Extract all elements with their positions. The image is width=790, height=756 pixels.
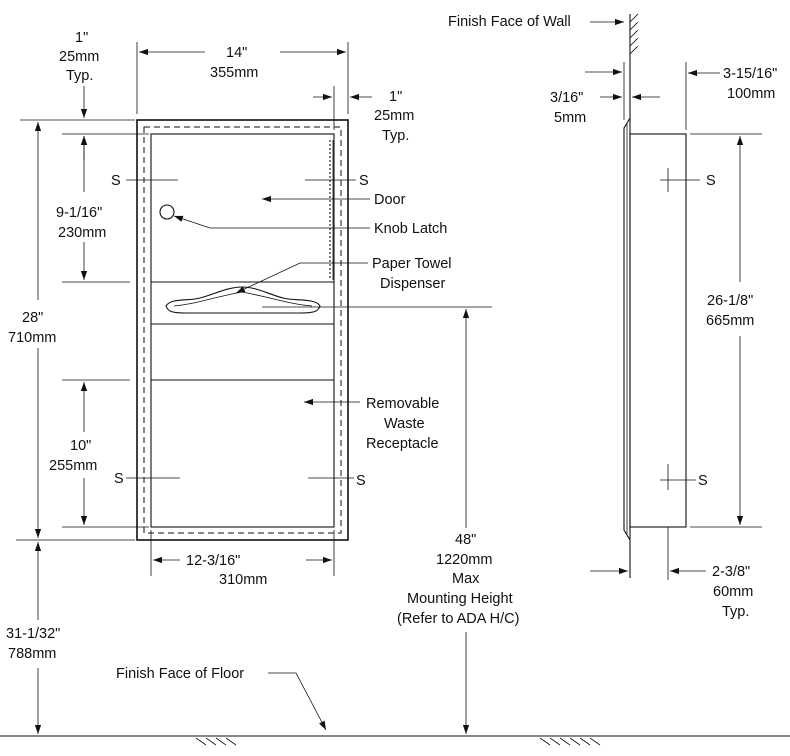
- dim-text: 710mm: [8, 330, 56, 346]
- screw-label: S: [698, 473, 708, 489]
- screw-label: S: [356, 473, 366, 489]
- dim-text: 3-15/16": [723, 66, 777, 82]
- side-dimensions: 3/16" 5mm 3-15/16" 100mm 26-1/8" 665mm 2…: [550, 62, 777, 620]
- finish-floor-label: Finish Face of Floor: [116, 666, 244, 682]
- waste-label-1: Removable: [366, 396, 439, 412]
- floor-hatch: [195, 737, 601, 746]
- dim-text: 2-3/8": [712, 564, 750, 580]
- front-callouts: Door Knob Latch Paper Towel Dispenser Re…: [173, 192, 452, 452]
- dim-text: (Refer to ADA H/C): [397, 611, 519, 627]
- screw-label: S: [706, 173, 716, 189]
- screw-label: S: [359, 173, 369, 189]
- towel-dispenser-opening: [165, 286, 321, 314]
- side-flange: [623, 117, 631, 541]
- dim-text: 255mm: [49, 458, 97, 474]
- dim-text: 25mm: [59, 49, 99, 65]
- knob-latch-label: Knob Latch: [374, 221, 447, 237]
- dim-text: 12-3/16": [186, 553, 240, 569]
- cabinet-body: [150, 133, 335, 528]
- side-view: Finish Face of Wall S S: [448, 13, 716, 578]
- dim-text: 355mm: [210, 65, 258, 81]
- paper-towel-label-1: Paper Towel: [372, 256, 452, 272]
- screw-label: S: [114, 471, 124, 487]
- dim-text: 28": [22, 310, 43, 326]
- dim-text: 26-1/8": [707, 293, 753, 309]
- waste-label-2: Waste: [384, 416, 425, 432]
- dim-text: 48": [455, 532, 476, 548]
- dim-text: Typ.: [382, 128, 409, 144]
- outer-flange: [136, 119, 349, 541]
- dim-text: 5mm: [554, 110, 586, 126]
- dim-text: Max: [452, 571, 480, 587]
- dim-text: Mounting Height: [407, 591, 513, 607]
- paper-towel-label-2: Dispenser: [380, 276, 445, 292]
- wall-hatch: [629, 13, 639, 55]
- waste-label-3: Receptacle: [366, 436, 439, 452]
- dim-text: 665mm: [706, 313, 754, 329]
- dim-text: 1220mm: [436, 552, 492, 568]
- wall-opening-outline: [143, 126, 342, 534]
- screw-label: S: [111, 173, 121, 189]
- dim-text: 25mm: [374, 108, 414, 124]
- dim-text: 9-1/16": [56, 205, 102, 221]
- dim-text: 10": [70, 438, 91, 454]
- front-view: S S S S: [111, 119, 369, 541]
- door-label: Door: [374, 192, 406, 208]
- dim-text: 788mm: [8, 646, 56, 662]
- dim-text: 100mm: [727, 86, 775, 102]
- dim-text: 60mm: [713, 584, 753, 600]
- front-dimensions: 1" 25mm Typ. 14" 355mm 1" 25mm Typ. 9-1/…: [0, 30, 790, 746]
- dim-text: Typ.: [66, 68, 93, 84]
- finish-wall-label: Finish Face of Wall: [448, 14, 571, 30]
- dim-text: 14": [226, 45, 247, 61]
- dim-text: 230mm: [58, 225, 106, 241]
- dim-text: 1": [389, 89, 402, 105]
- dim-text: Typ.: [722, 604, 749, 620]
- side-body: [629, 133, 687, 528]
- dim-text: 31-1/32": [6, 626, 60, 642]
- dim-text: 3/16": [550, 90, 583, 106]
- dim-text: 1": [75, 30, 88, 46]
- knob-latch-icon: [159, 204, 175, 220]
- dim-text: 310mm: [219, 572, 267, 588]
